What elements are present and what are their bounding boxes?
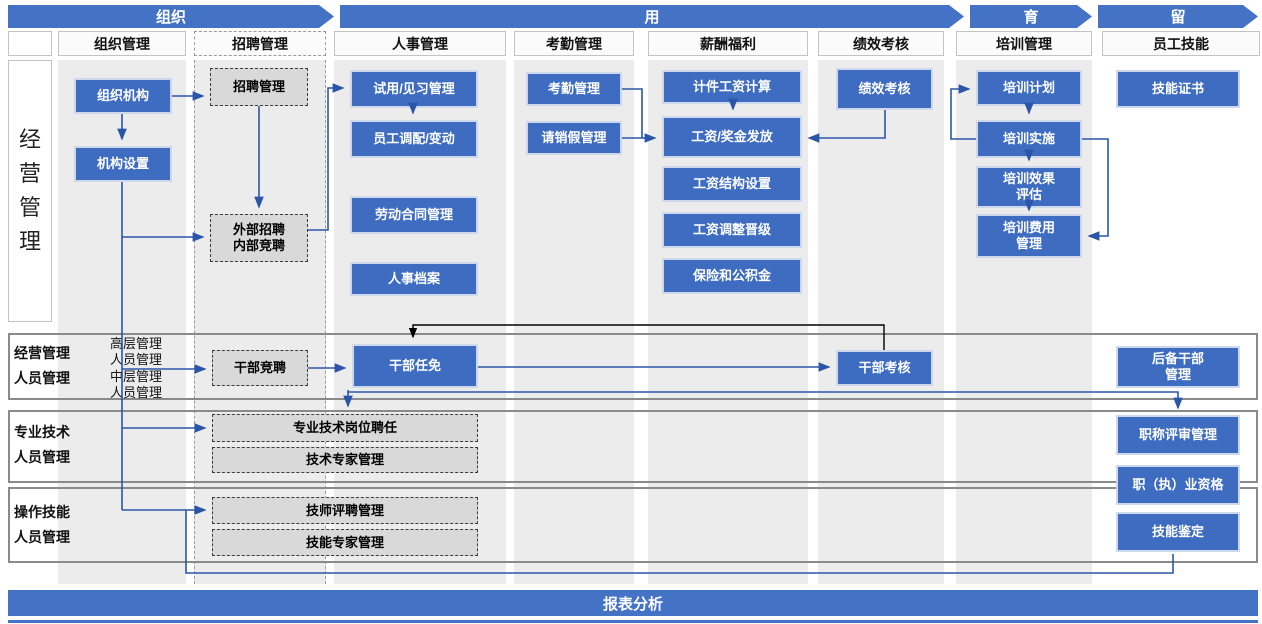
box-recruit-mgmt: 招聘管理	[210, 68, 308, 106]
row-band-cadre	[8, 333, 1258, 400]
box-org-structure: 组织机构	[74, 78, 172, 114]
column-header-org: 组织管理	[58, 31, 186, 56]
box-staff-transfer: 员工调配/变动	[350, 120, 478, 158]
box-org-setup: 机构设置	[74, 146, 172, 182]
box-training-implement: 培训实施	[976, 120, 1082, 158]
column-header-salary: 薪酬福利	[648, 31, 808, 56]
box-technician-evaluation: 技师评聘管理	[212, 497, 478, 524]
box-skill-certificate: 技能证书	[1116, 70, 1240, 108]
row-band-professional	[8, 410, 1258, 483]
box-salary-structure: 工资结构设置	[662, 166, 802, 202]
row-label-management: 经营管理	[18, 126, 41, 255]
box-salary-adjust: 工资调整晋级	[662, 212, 802, 248]
row-label-professional: 专业技术 人员管理	[14, 424, 70, 466]
box-external-internal-recruit: 外部招聘 内部竞聘	[210, 214, 308, 262]
box-skill-appraisal: 技能鉴定	[1116, 512, 1240, 552]
box-performance-appraisal: 绩效考核	[836, 68, 933, 110]
column-header-performance: 绩效考核	[818, 31, 944, 56]
row-label-box-management: 经营管理	[8, 60, 52, 322]
box-probation-mgmt: 试用/见习管理	[350, 70, 478, 108]
footer-accent-line	[8, 620, 1258, 623]
box-training-cost-mgmt: 培训费用 管理	[976, 214, 1082, 258]
header-corner-box	[8, 31, 52, 56]
box-salary-bonus-pay: 工资/奖金发放	[662, 116, 802, 158]
box-attendance-mgmt: 考勤管理	[526, 72, 622, 106]
box-tech-expert-mgmt: 技术专家管理	[212, 447, 478, 473]
box-training-plan: 培训计划	[976, 70, 1082, 106]
banner-use: 用	[340, 5, 964, 28]
column-strip-recruit	[194, 60, 326, 584]
box-piece-wage-calc: 计件工资计算	[662, 70, 802, 104]
cadre-level-note: 高层管理 人员管理 中层管理 人员管理	[110, 336, 163, 400]
box-cadre-appointment: 干部任免	[352, 344, 478, 388]
column-header-attendance: 考勤管理	[514, 31, 634, 56]
box-professional-qualification: 职（执）业资格	[1116, 465, 1240, 505]
banner-organize: 组织	[8, 5, 334, 28]
box-cadre-competition: 干部竞聘	[212, 350, 308, 386]
row-band-operational	[8, 487, 1258, 563]
box-training-effect-eval: 培训效果 评估	[976, 166, 1082, 208]
column-header-recruit: 招聘管理	[194, 31, 326, 56]
column-strip-performance	[818, 60, 944, 584]
column-header-skill: 员工技能	[1102, 31, 1260, 56]
box-reserve-cadre-mgmt: 后备干部 管理	[1116, 346, 1240, 388]
box-skill-expert-mgmt: 技能专家管理	[212, 529, 478, 556]
box-cadre-appraisal: 干部考核	[836, 350, 933, 386]
row-label-cadre: 经营管理 人员管理	[14, 345, 70, 387]
box-personnel-archive: 人事档案	[350, 262, 478, 296]
box-title-review-mgmt: 职称评审管理	[1116, 415, 1240, 455]
column-header-training: 培训管理	[956, 31, 1092, 56]
banner-develop: 育	[970, 5, 1092, 28]
footer-report-banner: 报表分析	[8, 590, 1258, 616]
column-header-personnel: 人事管理	[334, 31, 506, 56]
box-labor-contract: 劳动合同管理	[350, 196, 478, 234]
box-post-engagement: 专业技术岗位聘任	[212, 414, 478, 442]
box-leave-mgmt: 请销假管理	[526, 121, 622, 155]
banner-retain: 留	[1098, 5, 1258, 28]
box-insurance-fund: 保险和公积金	[662, 258, 802, 294]
row-label-operational: 操作技能 人员管理	[14, 504, 70, 546]
